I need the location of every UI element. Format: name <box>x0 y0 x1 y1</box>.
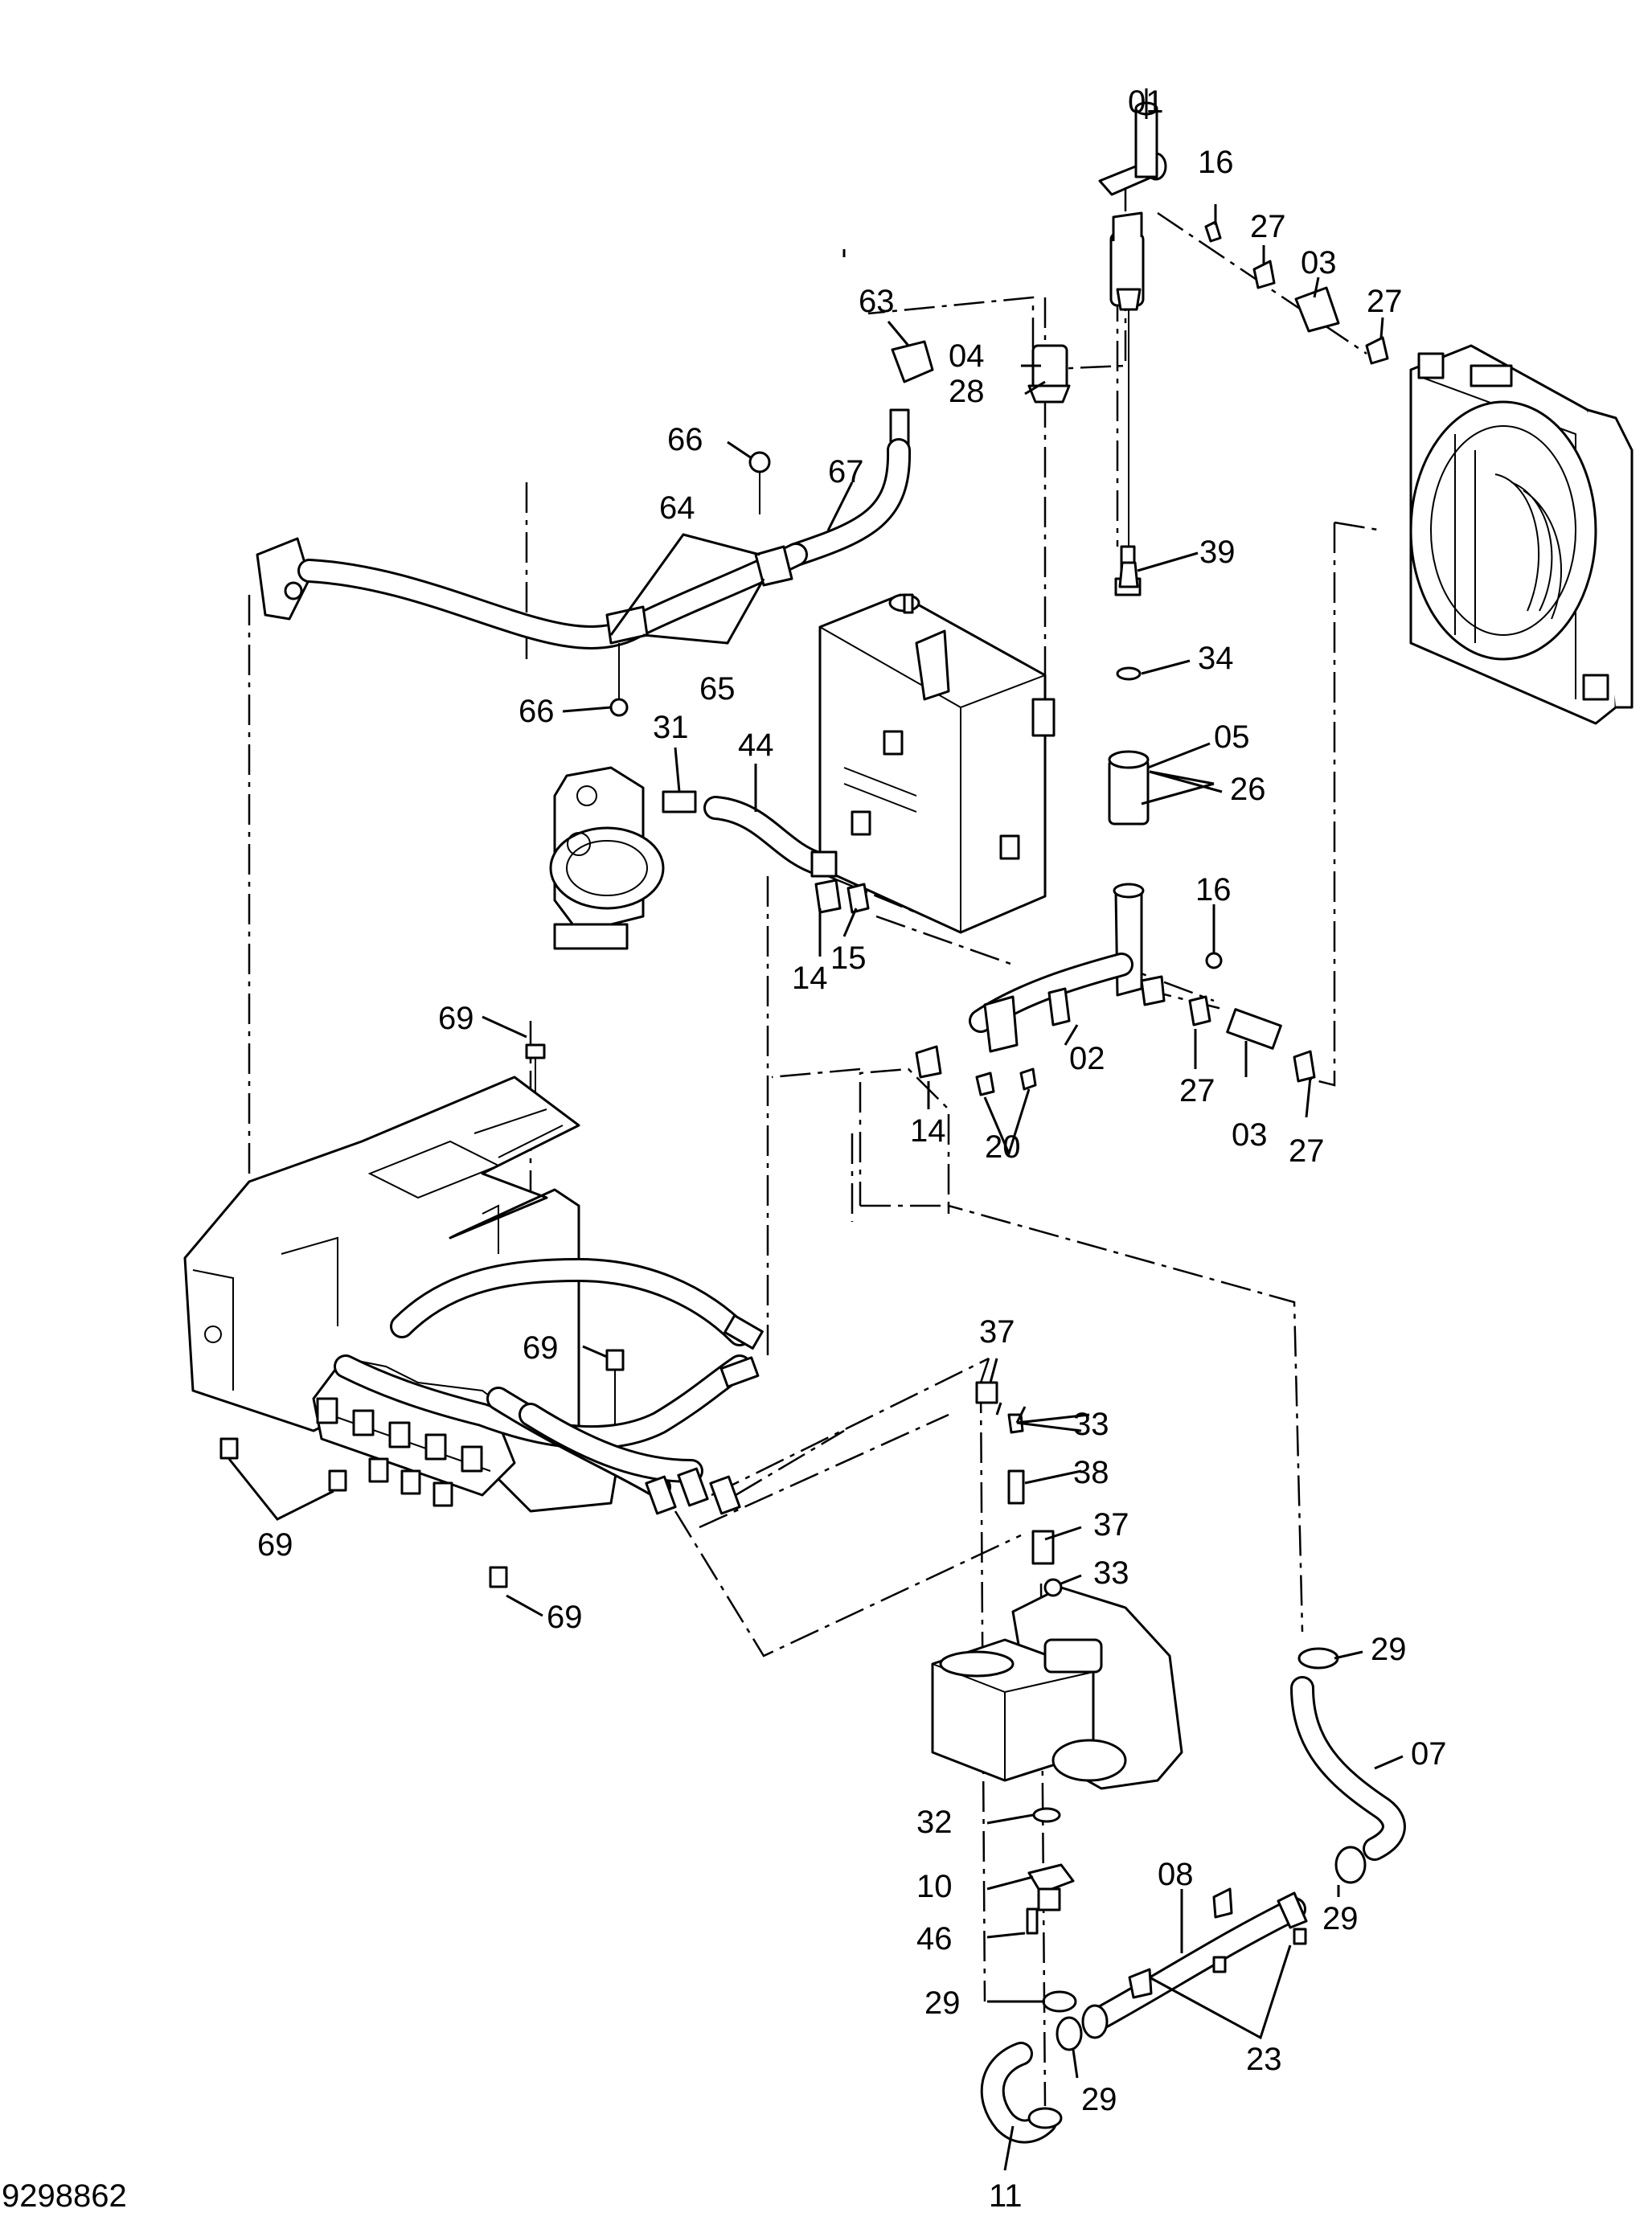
callout-16: 16 <box>1195 872 1232 908</box>
callout-27: 27 <box>1250 209 1286 244</box>
callout-05: 05 <box>1214 719 1250 755</box>
callout-04: 04 <box>949 338 985 374</box>
callout-23: 23 <box>1246 2042 1282 2077</box>
callout-38: 38 <box>1073 1455 1109 1490</box>
callout-07: 07 <box>1411 1736 1447 1772</box>
callout-29: 29 <box>1322 1901 1359 1936</box>
return-pipe-assembly <box>980 1647 1406 2144</box>
pipe-01-assembly <box>1098 101 1167 596</box>
callout-32: 32 <box>916 1805 953 1840</box>
hydraulic-tank <box>818 593 1056 934</box>
callout-33: 33 <box>1093 1555 1129 1591</box>
lower-fitting-parts <box>1026 1807 1075 1935</box>
callout-37: 37 <box>1093 1507 1129 1543</box>
drawing-number: 9298862 <box>2 2178 127 2214</box>
callout-64: 64 <box>659 490 695 526</box>
callout-16: 16 <box>1198 145 1234 180</box>
callout-34: 34 <box>1198 641 1234 676</box>
callout-65: 65 <box>699 671 736 707</box>
callout-31: 31 <box>653 710 689 745</box>
callout-02: 02 <box>1069 1041 1105 1076</box>
callout-33: 33 <box>1073 1407 1109 1442</box>
callout-20: 20 <box>985 1129 1021 1165</box>
assembly-lines <box>248 181 1383 2107</box>
callout-10: 10 <box>916 1869 953 1904</box>
pump-assembly <box>549 766 870 950</box>
callout-69: 69 <box>523 1330 559 1366</box>
callout-29: 29 <box>1371 1632 1407 1667</box>
callout-39: 39 <box>1199 535 1236 570</box>
top-clamp-hose-set <box>1204 220 1389 365</box>
callout-69: 69 <box>547 1600 583 1635</box>
swing-motor-assembly <box>931 1381 1183 1790</box>
center-column-parts <box>1108 561 1223 969</box>
callout-46: 46 <box>916 1921 953 1957</box>
callout-29: 29 <box>1081 2082 1117 2117</box>
callout-03: 03 <box>1232 1117 1268 1153</box>
callout-63: 63 <box>859 284 895 319</box>
callout-11: 11 <box>989 2178 1023 2214</box>
callout-66: 66 <box>519 694 555 729</box>
frame-hoses <box>334 1257 764 1515</box>
callout-27: 27 <box>1179 1073 1215 1108</box>
callout-08: 08 <box>1158 1857 1194 1892</box>
control-valve-bank <box>312 1358 516 1507</box>
callouts: 01 16 27 03 27 63 04 28 66 67 64 39 65 3… <box>257 84 1447 2214</box>
callout-67: 67 <box>828 454 864 490</box>
leader-lines <box>228 88 1404 2171</box>
callout-37: 37 <box>979 1314 1015 1350</box>
callout-66: 66 <box>667 422 703 457</box>
callout-26: 26 <box>1230 772 1266 807</box>
hose-67-assembly <box>748 340 1071 567</box>
callout-28: 28 <box>949 374 985 409</box>
callout-69: 69 <box>438 1001 474 1036</box>
long-hose <box>256 537 808 717</box>
callout-44: 44 <box>738 727 774 763</box>
callout-01: 01 <box>1128 84 1164 120</box>
callout-15: 15 <box>830 940 867 976</box>
radiator-assembly <box>1409 344 1634 725</box>
callout-69: 69 <box>257 1527 293 1563</box>
callout-14: 14 <box>792 961 828 996</box>
callout-27: 27 <box>1289 1133 1325 1169</box>
pipe-02-assembly <box>915 883 1316 1096</box>
callout-29: 29 <box>924 1985 961 2021</box>
callout-27: 27 <box>1367 284 1403 319</box>
callout-03: 03 <box>1301 245 1337 281</box>
callout-14: 14 <box>910 1113 946 1149</box>
